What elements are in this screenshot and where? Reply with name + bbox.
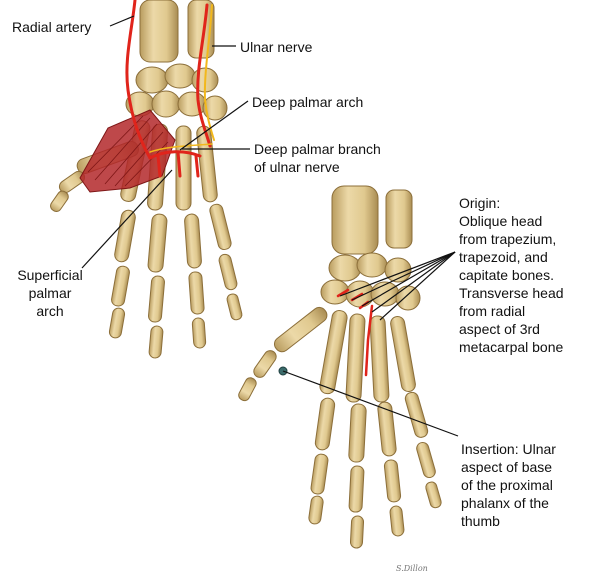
label-deep-palmar-branch-line2: of ulnar nerve	[254, 159, 340, 175]
label-origin-line5: capitate bones.	[459, 267, 554, 283]
leader-lines	[81, 15, 459, 437]
label-origin-line2: Oblique head	[459, 213, 543, 229]
label-ulnar-nerve: Ulnar nerve	[240, 39, 313, 55]
label-origin: Origin: Oblique head from trapezium, tra…	[459, 194, 564, 356]
muscle-fibers	[87, 115, 169, 187]
label-radial-artery: Radial artery	[12, 19, 92, 35]
label-insertion-line4: phalanx of the	[461, 495, 549, 511]
label-superficial-line2: palmar	[28, 285, 72, 301]
label-insertion: Insertion: Ulnar aspect of base of the p…	[461, 440, 556, 530]
label-origin-line8: aspect of 3rd	[459, 321, 540, 337]
label-origin-line9: metacarpal bone	[459, 339, 564, 355]
label-deep-palmar-branch: Deep palmar branch of ulnar nerve	[254, 140, 381, 176]
label-origin-line1: Origin:	[459, 195, 501, 211]
label-deep-palmar-branch-line1: Deep palmar branch	[254, 141, 381, 157]
right-hand-skeleton	[238, 185, 442, 549]
artist-signature: S.Dillon	[396, 564, 428, 573]
label-insertion-line5: thumb	[461, 513, 500, 529]
label-insertion-line3: of the proximal	[461, 477, 553, 493]
label-insertion-line1: Insertion: Ulnar	[461, 441, 556, 457]
label-superficial-palmar-arch: Superficial palmar arch	[10, 266, 90, 320]
label-origin-line4: trapezoid, and	[459, 249, 548, 265]
label-superficial-line3: arch	[36, 303, 64, 319]
label-origin-line7: from radial	[459, 303, 526, 319]
left-hand-arteries	[125, 0, 202, 178]
label-superficial-line1: Superficial	[17, 267, 83, 283]
label-origin-line6: Transverse head	[459, 285, 564, 301]
label-insertion-line2: aspect of base	[461, 459, 553, 475]
label-deep-palmar-arch: Deep palmar arch	[252, 94, 364, 110]
label-origin-line3: from trapezium,	[459, 231, 557, 247]
